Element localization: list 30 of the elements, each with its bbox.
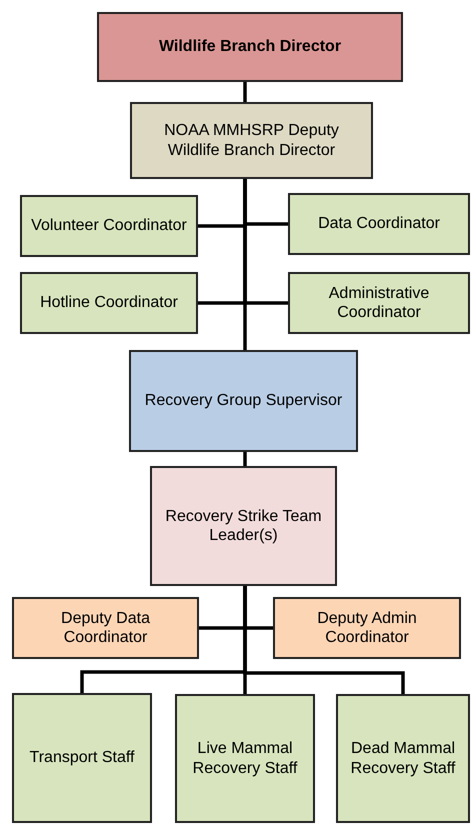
org-box [288, 193, 470, 255]
org-box [20, 272, 198, 334]
org-box [97, 12, 403, 82]
role-title: Live Mammal Recovery Staff [192, 739, 298, 778]
org-box [12, 693, 152, 823]
role-title: Deputy Admin Coordinator [316, 608, 418, 648]
role-title: Deputy Data Coordinator [60, 608, 151, 648]
org-box [273, 597, 461, 659]
role-title: Administrative Coordinator [328, 284, 430, 322]
role-title: NOAA MMHSRP Deputy Wildlife Branch Director [163, 121, 340, 160]
role-title: Recovery Strike Team Leader(s) [164, 506, 323, 546]
role-title: Data Coordinator [318, 214, 440, 234]
org-box [150, 466, 337, 586]
connector-line [243, 452, 247, 466]
role-title: Transport Staff [30, 748, 134, 768]
role-title: Dead Mammal Recovery Staff [350, 739, 456, 778]
connector-line [243, 586, 405, 694]
connector-line [243, 179, 247, 350]
org-box [336, 694, 470, 823]
org-box [20, 195, 198, 257]
connector-line [243, 82, 247, 102]
role-title: Recovery Group Supervisor [144, 391, 342, 411]
org-box [129, 350, 358, 452]
role-title: Hotline Coordinator [40, 293, 178, 313]
role-title: Wildlife Branch Director [158, 37, 342, 57]
org-box [288, 272, 470, 334]
org-box [12, 597, 199, 659]
org-box [175, 694, 315, 823]
org-box [130, 102, 373, 179]
role-title: Volunteer Coordinator [31, 216, 187, 236]
